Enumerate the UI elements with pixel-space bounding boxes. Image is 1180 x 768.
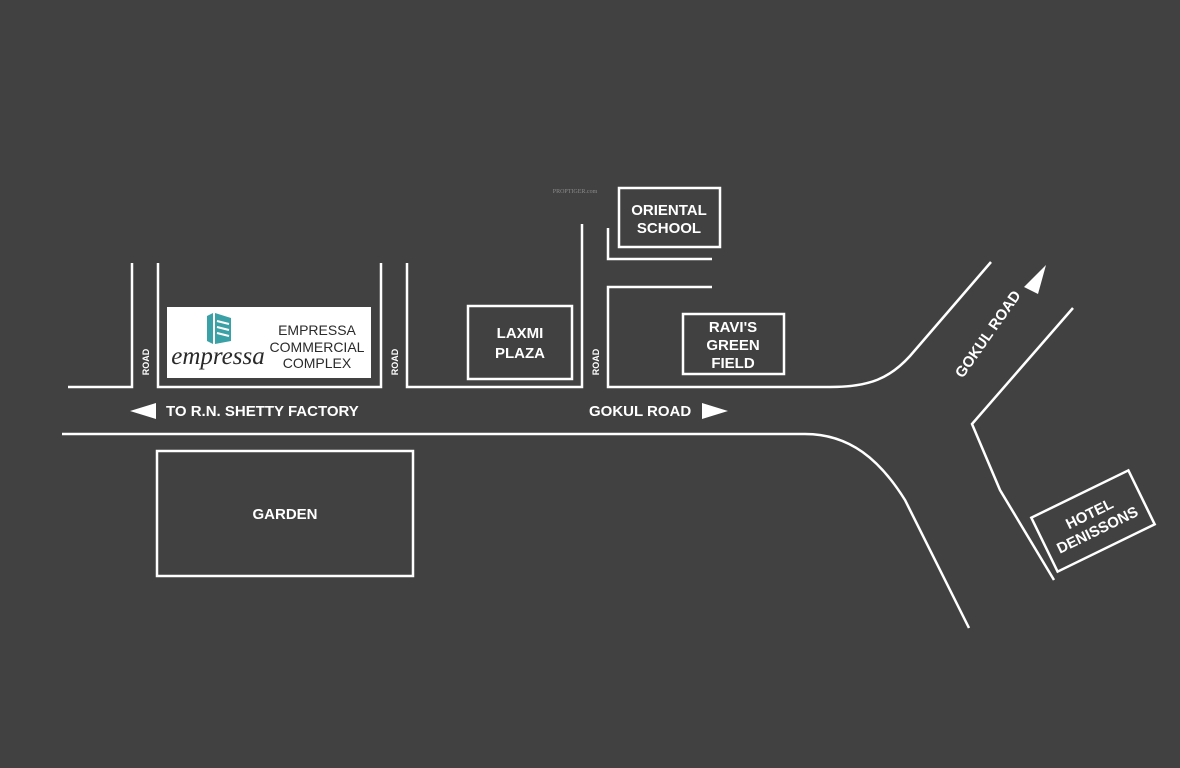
ravis-line-1: RAVI'S <box>709 319 757 336</box>
project-logo-word: empressa <box>171 343 265 370</box>
side-road-label-1: ROAD <box>141 348 151 375</box>
arrow-right-icon <box>702 403 728 419</box>
project-card: empressa EMPRESSA COMMERCIAL COMPLEX <box>167 307 371 378</box>
ravis-line-3: FIELD <box>711 355 754 372</box>
road-edge-gokul-branch <box>970 307 1074 581</box>
landmark-ravis-green-field: RAVI'S GREEN FIELD <box>681 312 786 376</box>
building-icon <box>207 313 231 344</box>
road-edge-laxmi-block <box>405 224 584 389</box>
project-name-line-1: EMPRESSA <box>278 322 356 338</box>
gokul-road-label: GOKUL ROAD <box>589 403 691 420</box>
gokul-road-branch-label: GOKUL ROAD <box>952 288 1025 382</box>
arrow-up-right-icon <box>1024 265 1046 294</box>
side-road-label-3: ROAD <box>591 348 601 375</box>
arrow-left-icon <box>130 403 156 419</box>
oriental-school-line-1: ORIENTAL <box>631 202 707 219</box>
landmark-oriental-school: ORIENTAL SCHOOL <box>617 186 722 249</box>
landmark-laxmi-plaza: LAXMI PLAZA <box>466 304 574 381</box>
project-card-bg <box>167 307 371 378</box>
to-factory-label: TO R.N. SHETTY FACTORY <box>166 403 359 420</box>
project-name-line-3: COMPLEX <box>283 355 352 371</box>
laxmi-plaza-line-1: LAXMI <box>497 325 544 342</box>
road-edge-left-stub <box>68 263 134 389</box>
laxmi-plaza-line-2: PLAZA <box>495 345 545 362</box>
road-network <box>62 224 1074 629</box>
landmark-hotel-denissons: HOTEL DENISSONS <box>1029 468 1157 574</box>
road-edge-main-south <box>62 432 971 629</box>
watermark: PROPTIGER.com <box>553 189 598 195</box>
ravis-line-2: GREEN <box>706 337 759 354</box>
project-name-line-2: COMMERCIAL <box>270 339 365 355</box>
landmark-garden: GARDEN <box>155 449 415 578</box>
garden-label: GARDEN <box>252 506 317 523</box>
road-edge-ravis-block <box>606 261 992 389</box>
road-edge-empressa-block <box>156 263 383 389</box>
road-edge-oriental-school <box>606 228 712 261</box>
oriental-school-line-2: SCHOOL <box>637 220 701 237</box>
side-road-label-2: ROAD <box>390 348 400 375</box>
